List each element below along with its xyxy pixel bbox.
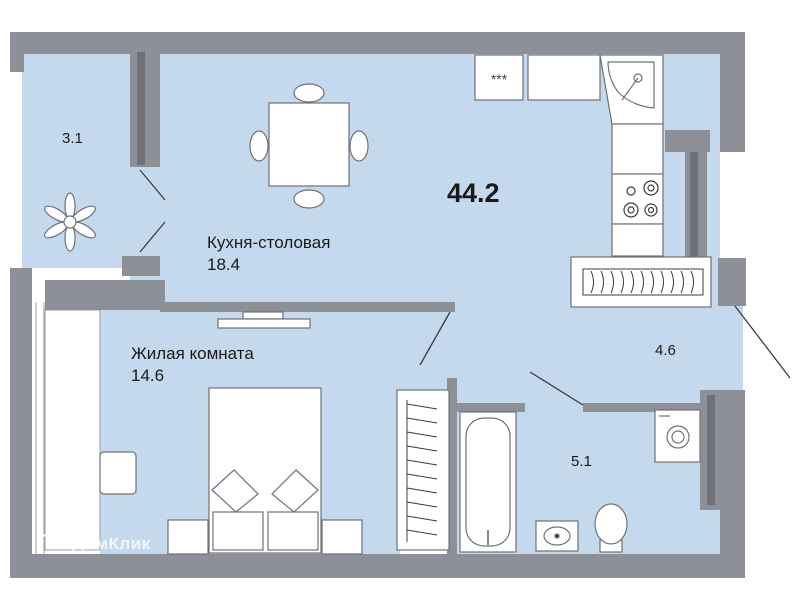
living-room-label: Жилая комната 14.6	[131, 343, 254, 387]
chair-left	[249, 130, 269, 162]
pillow-left	[211, 469, 259, 513]
wall-living-top-thin	[160, 302, 455, 312]
washing-machine	[654, 409, 701, 463]
balcony-door-2	[139, 221, 166, 253]
wall-right-bottom	[720, 390, 745, 578]
kitchen-area: 18.4	[207, 255, 241, 274]
wall-left-lower	[10, 268, 32, 578]
counter-top	[527, 54, 601, 101]
kitchen-label: Кухня-столовая 18.4	[207, 232, 330, 276]
wall-bottom	[10, 554, 745, 578]
bathtub	[459, 411, 517, 553]
washbasin	[535, 520, 579, 552]
wall-bath-top	[457, 403, 525, 412]
living-window	[29, 302, 101, 554]
entry-door	[734, 305, 791, 379]
desk	[44, 309, 101, 551]
chair-right	[349, 130, 369, 162]
wall-hall-right	[718, 258, 746, 306]
chair-bottom	[293, 189, 325, 209]
wall-left-upper	[10, 32, 24, 72]
kitchen-window-niche	[663, 52, 718, 137]
wall-balcony-bottom	[122, 256, 160, 276]
towel-radiator	[396, 389, 450, 551]
balcony-door-1	[139, 169, 166, 201]
bathroom-area: 5.1	[571, 453, 592, 470]
sink-icon	[607, 61, 655, 109]
balcony-area: 3.1	[62, 130, 83, 147]
bathroom-door	[529, 371, 584, 406]
nightstand-right	[321, 519, 363, 555]
doors	[139, 169, 791, 406]
kitchen-name: Кухня-столовая	[207, 233, 331, 252]
balcony-floor	[22, 52, 130, 268]
counter-right	[611, 123, 664, 175]
domclick-logo-icon	[40, 527, 68, 546]
wardrobe	[570, 256, 712, 308]
living-room-area: 14.6	[131, 366, 165, 385]
armchair	[99, 451, 137, 495]
hob	[611, 173, 664, 225]
wall-top	[10, 32, 745, 54]
nightstand-left	[167, 519, 209, 555]
hob-burners-icon	[623, 180, 659, 218]
wall-bath-top-right	[583, 403, 723, 412]
plant-icon	[44, 192, 96, 252]
total-area: 44.2	[447, 178, 500, 208]
wall-right-top	[720, 32, 745, 152]
pillow-right	[271, 469, 319, 513]
walls	[10, 32, 746, 578]
hall-area: 4.6	[655, 342, 676, 359]
living-door	[419, 311, 451, 366]
chair-top	[293, 83, 325, 103]
oven-marks: ***	[491, 71, 508, 87]
oven	[474, 54, 524, 101]
watermark: ДомКлик	[72, 534, 151, 553]
table-top	[268, 102, 350, 187]
counter-lower	[611, 223, 664, 257]
wall-living-top	[45, 280, 165, 310]
wall-kitchen-niche	[665, 130, 710, 152]
tv-icon	[217, 311, 311, 329]
bed	[99, 387, 363, 555]
living-room-name: Жилая комната	[131, 344, 254, 363]
toilet	[594, 503, 628, 553]
wall-edges	[137, 52, 715, 505]
dining-table	[249, 83, 369, 209]
wall-bath-left	[447, 378, 457, 556]
